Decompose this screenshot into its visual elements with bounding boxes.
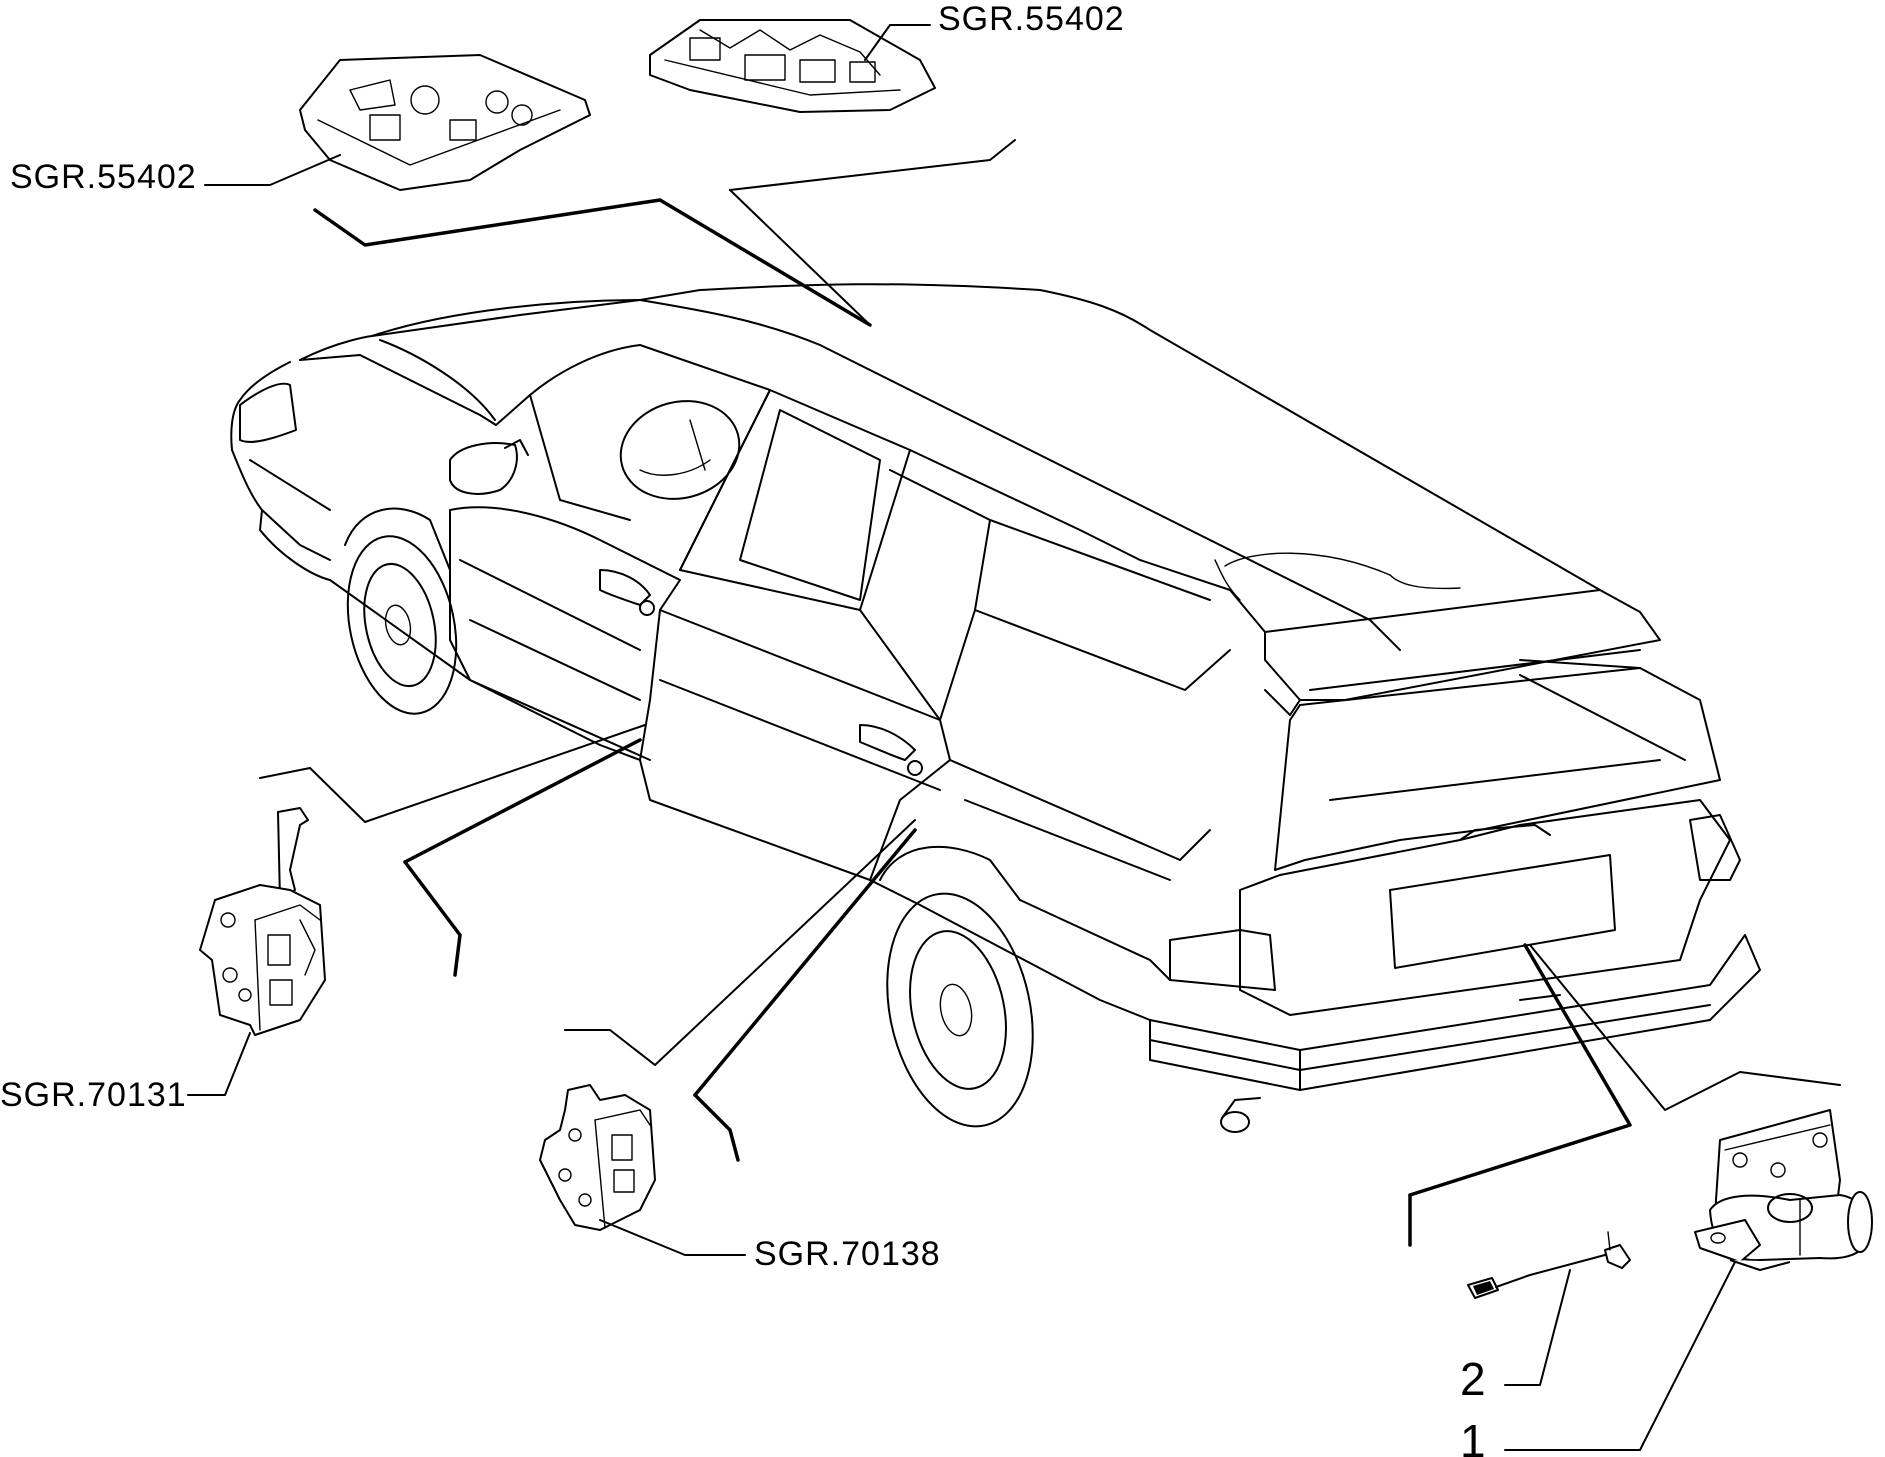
station-wagon-car	[230, 283, 1761, 1133]
leader-lines	[187, 24, 1841, 1451]
label-item-1: 1	[1460, 1415, 1486, 1457]
interior-lamp-right	[649, 19, 936, 113]
tailgate-actuator	[1694, 1109, 1873, 1271]
label-lamp-left: SGR.55402	[10, 158, 197, 196]
label-front-lock: SGR.70131	[0, 1076, 187, 1114]
rear-door-lock	[539, 1084, 656, 1231]
label-rear-lock: SGR.70138	[754, 1235, 941, 1273]
label-lamp-right: SGR.55402	[938, 0, 1125, 38]
front-door-lock	[199, 807, 326, 1036]
interior-lamp-left	[299, 54, 591, 191]
actuator-wiring	[1467, 1231, 1631, 1299]
label-item-2: 2	[1460, 1353, 1486, 1405]
